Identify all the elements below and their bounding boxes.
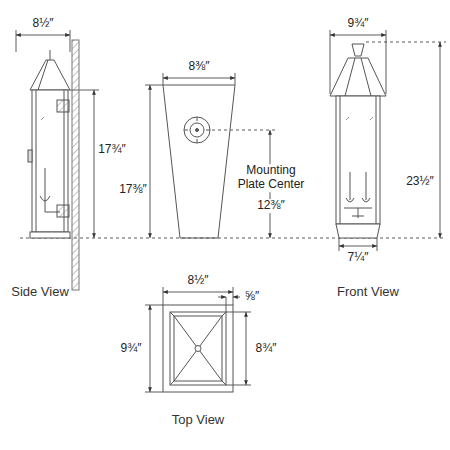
dimension-lines-part bbox=[94, 90, 95, 238]
top-view-lantern bbox=[163, 305, 233, 392]
front-view-lantern-part bbox=[330, 58, 386, 96]
top-view-lantern-part bbox=[170, 312, 226, 385]
side-view-lantern-part bbox=[50, 50, 51, 60]
side-view-lantern-part bbox=[38, 60, 48, 90]
front-view-lantern-part bbox=[344, 208, 372, 218]
dimension-lines-part bbox=[233, 297, 240, 298]
dimension-lines-part bbox=[226, 312, 251, 313]
dimension-label: 8⅜″ bbox=[189, 60, 210, 74]
dimension-lines-part bbox=[330, 30, 331, 94]
dimension-label: 8½″ bbox=[188, 274, 209, 288]
side-view-lantern-part bbox=[72, 40, 79, 290]
dimension-lines-part bbox=[212, 130, 276, 131]
dimension-lines-part bbox=[386, 30, 387, 94]
top-view-lantern-part bbox=[170, 312, 226, 385]
note-label: Mounting Plate Center bbox=[230, 164, 312, 192]
side-view-lantern-part bbox=[32, 90, 68, 232]
dimension-lines-part bbox=[246, 312, 247, 385]
dimension-label: 9¾″ bbox=[121, 342, 142, 356]
dimension-label: ⅝″ bbox=[245, 290, 259, 304]
dimension-lines-part bbox=[163, 287, 164, 305]
dimension-lines-part bbox=[218, 297, 226, 298]
dimension-lines-part bbox=[339, 246, 377, 247]
mounting-plate-part bbox=[190, 123, 204, 137]
top-view-lantern-part bbox=[195, 346, 201, 352]
side-view-lantern-part bbox=[57, 100, 69, 112]
dimension-label: 9¾″ bbox=[348, 17, 369, 31]
front-view-lantern-part bbox=[336, 96, 380, 224]
dimension-label: 17⅜″ bbox=[119, 183, 147, 197]
front-view-lantern-part bbox=[336, 224, 380, 238]
mounting-plate-part bbox=[184, 117, 210, 143]
mounting-plate bbox=[163, 85, 235, 238]
dimension-label: 7¼″ bbox=[348, 251, 369, 265]
dimension-lines-part bbox=[330, 35, 386, 36]
dimension-lines-part bbox=[233, 287, 234, 305]
side-view-lantern-part bbox=[41, 117, 44, 120]
front-view-lantern bbox=[330, 44, 386, 238]
dimension-label: 12⅜″ bbox=[255, 199, 287, 213]
side-view-lantern-part bbox=[40, 196, 60, 212]
view-caption: Top View bbox=[172, 413, 225, 428]
dimension-label: 8½″ bbox=[33, 17, 54, 31]
dimension-lines bbox=[16, 30, 446, 392]
top-view-lantern-part bbox=[174, 316, 222, 381]
dimension-lines-part bbox=[145, 305, 163, 306]
dimension-label: 23½″ bbox=[406, 175, 434, 189]
side-view-lantern-part bbox=[57, 205, 69, 217]
side-view-lantern-part bbox=[36, 90, 37, 232]
dimension-lines-part bbox=[366, 42, 446, 43]
side-view-lantern-part bbox=[30, 60, 70, 90]
dimension-lines-part bbox=[163, 78, 235, 79]
front-view-lantern-part bbox=[345, 58, 355, 96]
front-view-lantern-part bbox=[350, 172, 351, 200]
dimension-lines-part bbox=[226, 385, 251, 386]
side-view-lantern-part bbox=[30, 232, 70, 238]
front-view-lantern-part bbox=[340, 96, 341, 224]
dimension-lines-part bbox=[150, 85, 151, 238]
side-view-lantern-part bbox=[45, 168, 46, 200]
front-view-lantern-part bbox=[346, 198, 370, 202]
front-view-lantern-part bbox=[352, 44, 364, 56]
dimension-lines-part bbox=[145, 392, 163, 393]
front-view-lantern-part bbox=[370, 117, 373, 120]
dimension-lines-part bbox=[163, 73, 164, 85]
top-view-lantern-part bbox=[174, 316, 222, 381]
dimension-lines-part bbox=[20, 238, 446, 239]
view-caption: Front View bbox=[337, 285, 399, 300]
dimension-label: 8¾″ bbox=[256, 342, 277, 356]
side-view-lantern bbox=[28, 40, 79, 290]
mounting-plate-part bbox=[184, 117, 210, 143]
dimension-lines-part bbox=[150, 305, 151, 392]
dimension-lines-part bbox=[235, 73, 236, 85]
top-view-lantern-part bbox=[163, 305, 233, 392]
dimension-label: 17¾″ bbox=[98, 143, 126, 157]
view-caption: Side View bbox=[11, 285, 69, 300]
dimension-lines-part bbox=[163, 292, 233, 293]
dimension-lines-part bbox=[339, 238, 340, 251]
front-view-lantern-part bbox=[361, 58, 371, 96]
front-view-lantern-part bbox=[366, 172, 367, 200]
dimension-lines-part bbox=[70, 30, 71, 52]
front-view-lantern-part bbox=[376, 96, 377, 224]
dimension-lines-part bbox=[145, 85, 163, 86]
dimension-lines-part bbox=[16, 35, 70, 36]
dimension-lines-part bbox=[377, 238, 378, 251]
mounting-plate-part bbox=[196, 129, 199, 132]
front-view-lantern-part bbox=[346, 117, 349, 120]
side-view-lantern-part bbox=[28, 150, 32, 162]
mounting-plate-part bbox=[163, 85, 235, 238]
dimension-lines-part bbox=[16, 30, 17, 52]
dimension-lines-part bbox=[440, 42, 441, 238]
